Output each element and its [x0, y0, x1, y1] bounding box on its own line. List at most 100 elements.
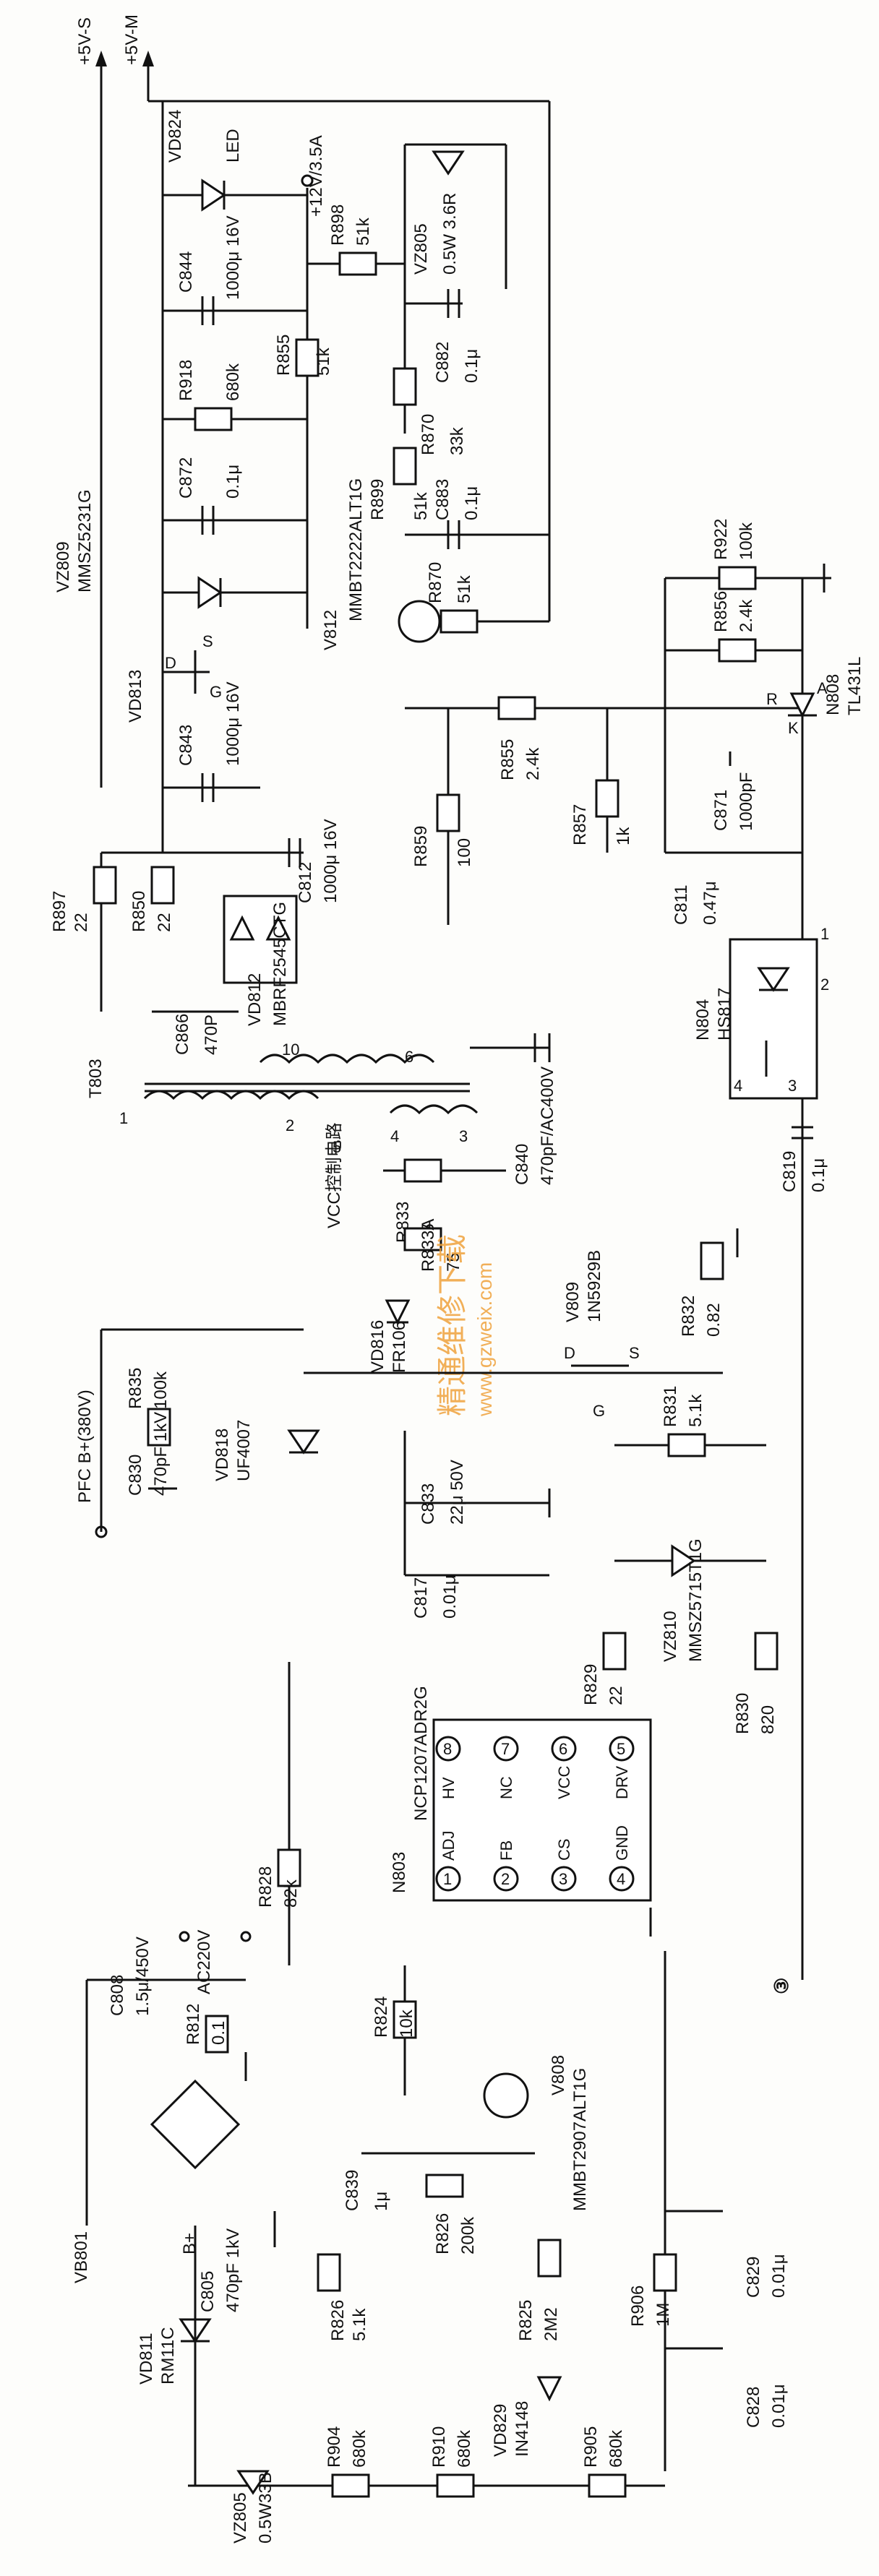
resistor-r826: R826 5.1k [317, 2253, 369, 2341]
svg-text:R850: R850 [129, 891, 149, 932]
svg-text:+5V-S: +5V-S [75, 17, 95, 65]
diode-vd812: VD812 MBRF2545CTG [223, 895, 298, 1026]
svg-text:C828: C828 [744, 2387, 763, 2428]
svg-text:C817: C817 [411, 1577, 431, 1619]
svg-text:R897: R897 [50, 891, 69, 932]
svg-text:5: 5 [617, 1740, 625, 1758]
svg-text:4: 4 [617, 1870, 625, 1888]
cap-c812: C812 1000μ 16V [260, 819, 340, 903]
resistor-r870b: R870 51k [405, 562, 549, 634]
svg-text:5.1k: 5.1k [350, 2308, 369, 2341]
svg-text:VD818: VD818 [213, 1429, 232, 1481]
svg-text:R825: R825 [516, 2300, 536, 2341]
svg-text:G: G [210, 683, 222, 701]
svg-text:3: 3 [459, 1127, 468, 1145]
svg-text:C882: C882 [433, 342, 453, 383]
svg-text:0.1μ: 0.1μ [223, 465, 243, 499]
resistor-r829: R829 22 [581, 1632, 627, 1705]
svg-text:VZ805: VZ805 [231, 2492, 250, 2543]
resistor-r870: R870 33k [393, 367, 467, 455]
svg-text:C829: C829 [744, 2257, 763, 2298]
svg-text:HS817: HS817 [715, 988, 734, 1041]
optocoupler-n804: N804 HS817 1 2 3 4 [693, 925, 829, 1100]
svg-text:8: 8 [443, 1740, 452, 1758]
zener-vz805b: VZ805 0.5W33B [231, 2470, 275, 2543]
svg-text:1k: 1k [614, 827, 633, 845]
svg-text:1000μ 16V: 1000μ 16V [223, 215, 243, 300]
svg-text:NCP1207ADR2G: NCP1207ADR2G [411, 1686, 431, 1821]
svg-text:C805: C805 [198, 2271, 218, 2312]
svg-text:MMBT2907ALT1G: MMBT2907ALT1G [570, 2068, 590, 2211]
diode-vd811: VD811 RM11C [137, 2226, 212, 2486]
resistor-r905: R905 680k [581, 2426, 627, 2498]
resistor-r897: R897 22 [50, 866, 117, 932]
svg-text:C871: C871 [711, 790, 731, 831]
svg-text:3: 3 [788, 1077, 797, 1095]
svg-text:R855: R855 [498, 739, 518, 780]
svg-text:精通维修下载: 精通维修下载 [435, 1234, 469, 1416]
svg-text:ADJ: ADJ [440, 1830, 458, 1861]
svg-text:R826: R826 [433, 2213, 453, 2254]
svg-text:1000μ 16V: 1000μ 16V [223, 681, 243, 766]
resistor-r835: R835 100k [126, 1368, 171, 1447]
svg-text:0.01μ: 0.01μ [440, 1575, 460, 1619]
rail-pfc: PFC B+(380V) [75, 1328, 304, 1538]
resistor-r850: R850 22 [129, 866, 175, 932]
svg-text:CS: CS [555, 1838, 573, 1861]
svg-text:51k: 51k [411, 491, 431, 520]
svg-text:680k: 680k [223, 363, 243, 401]
svg-text:D: D [165, 654, 176, 672]
svg-text:1000μ 16V: 1000μ 16V [321, 819, 340, 903]
svg-text:C843: C843 [176, 725, 196, 766]
svg-text:470pF 1kV: 470pF 1kV [151, 1412, 171, 1496]
svg-text:VD816: VD816 [368, 1320, 387, 1373]
cap-c828: C828 0.01μ [665, 2347, 789, 2428]
svg-text:www.gzweix.com: www.gzweix.com [473, 1262, 496, 1417]
resistor-r826b: R826 200k [425, 2174, 478, 2254]
svg-text:A: A [817, 679, 828, 697]
svg-text:2M2: 2M2 [541, 2307, 561, 2341]
resistor-r899: R899 51k [368, 447, 431, 520]
resistor-r922: R922 100k [711, 519, 757, 590]
watermark: 精通维修下载 www.gzweix.com [435, 1234, 496, 1417]
svg-text:T803: T803 [86, 1059, 106, 1098]
svg-text:DRV: DRV [613, 1766, 631, 1799]
svg-text:51k: 51k [314, 347, 333, 376]
svg-text:100k: 100k [151, 1371, 171, 1409]
ic-n803: N803 NCP1207ADR2G 8 7 6 5 1 2 3 4 HV NC … [390, 1686, 652, 1902]
svg-text:B+: B+ [180, 2233, 200, 2254]
resistor-r918: R918 680k [163, 360, 307, 431]
svg-text:R918: R918 [176, 360, 196, 401]
svg-text:C812: C812 [296, 862, 315, 903]
svg-text:VD811: VD811 [137, 2332, 156, 2385]
resistor-r833: R833 75 [383, 1158, 506, 1243]
resistor-r824: R824 10k [372, 1965, 417, 2095]
cap-c805: C805 470pF 1kV [198, 2211, 276, 2312]
svg-text:R829: R829 [581, 1664, 601, 1705]
svg-text:PFC B+(380V): PFC B+(380V) [75, 1390, 95, 1503]
svg-text:82k: 82k [281, 1879, 301, 1908]
svg-text:MBRF2545CTG: MBRF2545CTG [270, 902, 290, 1026]
cap-c840: C840 470pF/AC400V [470, 1033, 557, 1185]
svg-text:C811: C811 [672, 884, 691, 925]
svg-text:3: 3 [559, 1870, 567, 1888]
svg-text:R905: R905 [581, 2426, 601, 2468]
cap-c829: C829 0.01μ [665, 2210, 789, 2298]
svg-text:TL431L: TL431L [845, 657, 865, 715]
rail-12v: +12V/3.5A [301, 135, 326, 217]
svg-text:R828: R828 [256, 1866, 275, 1908]
resistor-r832: R832 0.82 [679, 1241, 724, 1337]
cap-c811: C811 0.47μ [665, 851, 802, 925]
vcc-control-label: VCC控制电路 [325, 1122, 344, 1228]
svg-text:R904: R904 [325, 2426, 344, 2468]
figure-number: ③ [771, 1978, 792, 1994]
resistor-r833a: R833A 75 [403, 1219, 463, 1272]
ground-symbols [244, 260, 826, 2081]
svg-text:100k: 100k [737, 522, 756, 560]
cap-c833: C833 22μ 50V [403, 1431, 549, 1575]
resistor-r906: R906 1M [628, 1965, 677, 2471]
svg-text:GND: GND [613, 1825, 631, 1861]
svg-text:VD813: VD813 [126, 670, 145, 723]
svg-text:0.82: 0.82 [704, 1303, 724, 1337]
svg-text:VCC控制电路: VCC控制电路 [325, 1122, 344, 1228]
